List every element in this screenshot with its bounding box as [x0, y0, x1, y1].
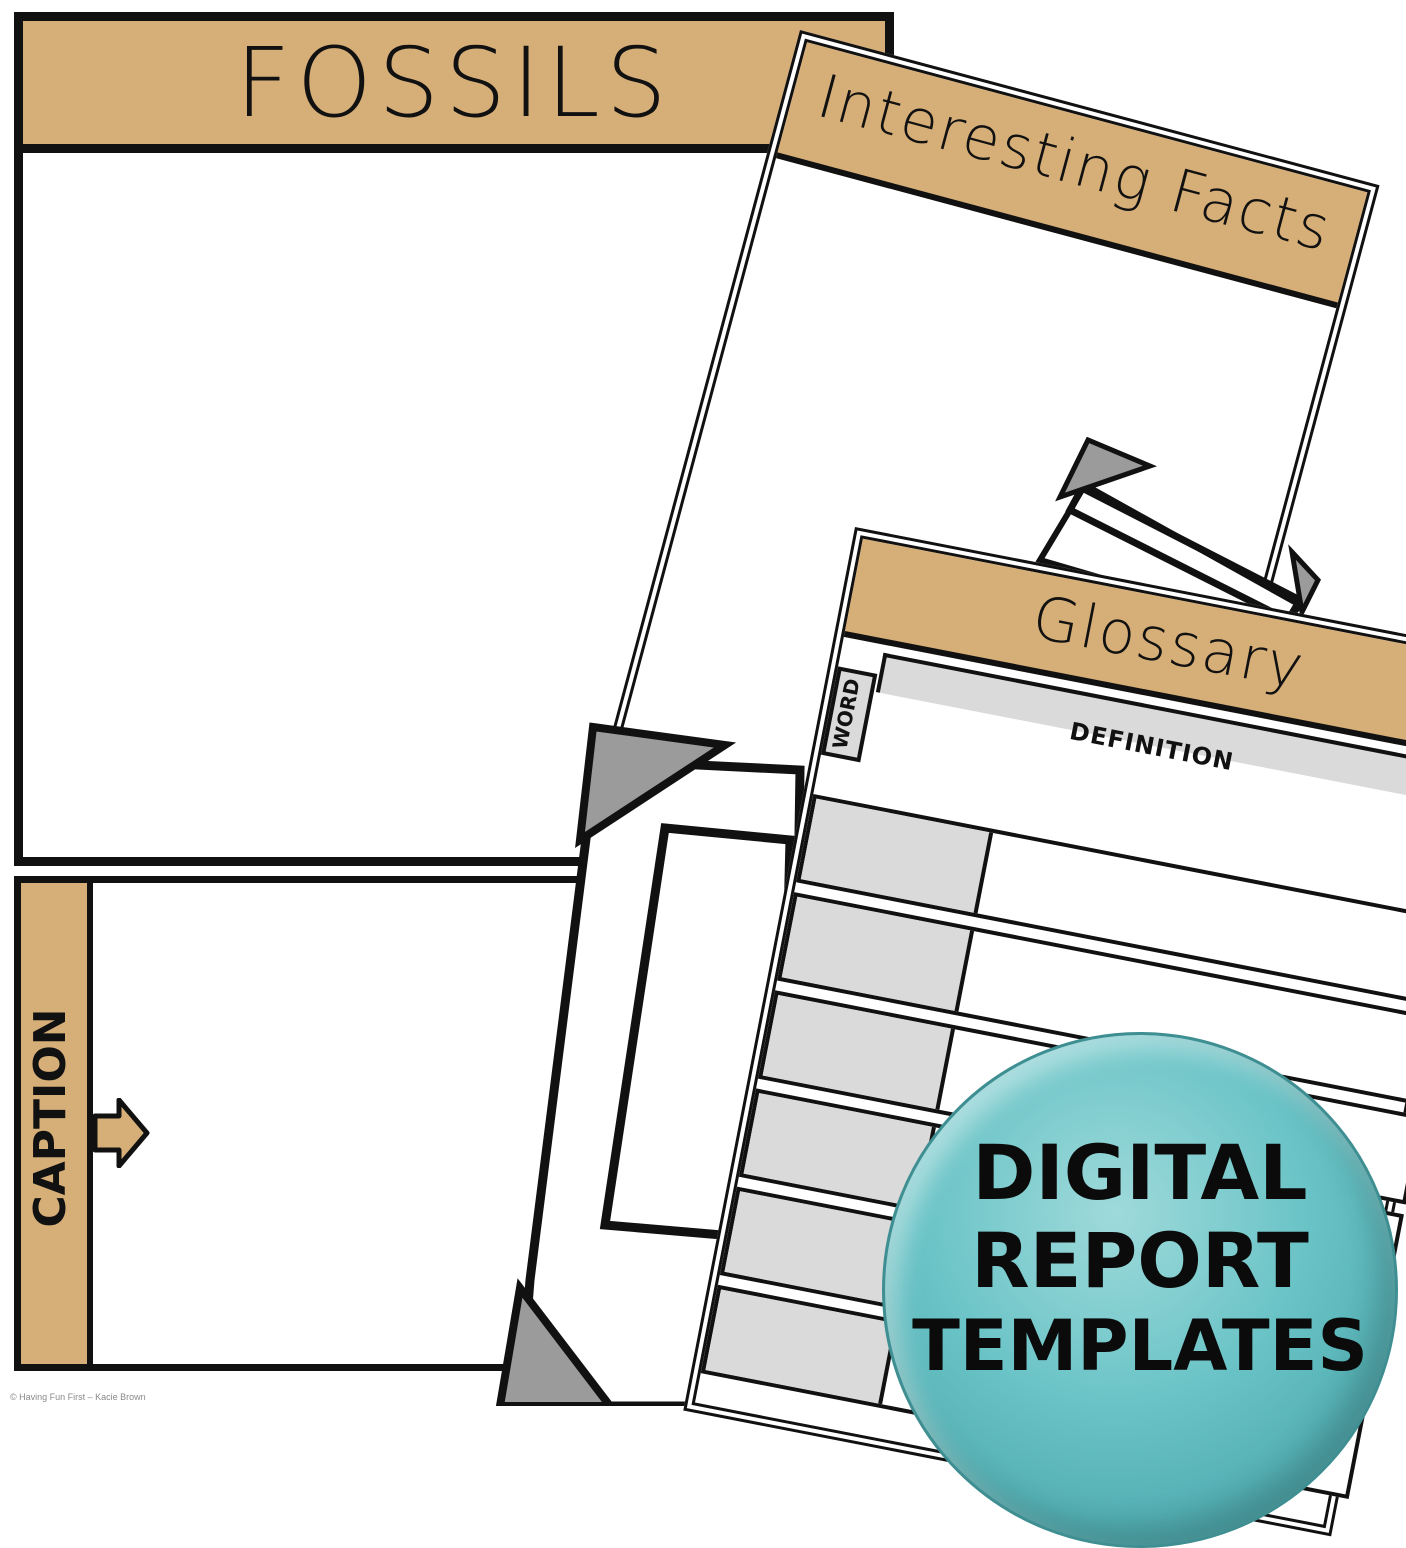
corner-triangle-icon — [575, 722, 737, 849]
word-label: WORD — [827, 676, 865, 751]
badge-line-2: REPORT — [971, 1216, 1309, 1305]
fossils-title-band: FOSSILS — [23, 21, 885, 153]
badge-line-1: DIGITAL — [972, 1128, 1308, 1217]
badge-line-3: TEMPLATES — [912, 1305, 1368, 1387]
glossary-word-cell — [762, 994, 955, 1110]
caption-band: CAPTION — [21, 883, 93, 1364]
arrow-right-icon — [93, 1098, 150, 1168]
corner-triangle-icon — [1055, 436, 1158, 502]
corner-triangle-icon — [495, 1278, 616, 1406]
caption-box: CAPTION — [14, 876, 614, 1371]
glossary-word-header: WORD — [820, 666, 878, 763]
copyright-credit: © Having Fun First – Kacie Brown — [10, 1392, 146, 1402]
glossary-word-cell — [800, 798, 994, 914]
glossary-word-cell — [781, 896, 975, 1012]
digital-report-badge: DIGITAL REPORT TEMPLATES — [882, 1032, 1398, 1548]
fossils-title: FOSSILS — [235, 27, 673, 139]
corner-triangle-icon — [1288, 544, 1322, 620]
glossary-word-cell — [705, 1289, 898, 1405]
